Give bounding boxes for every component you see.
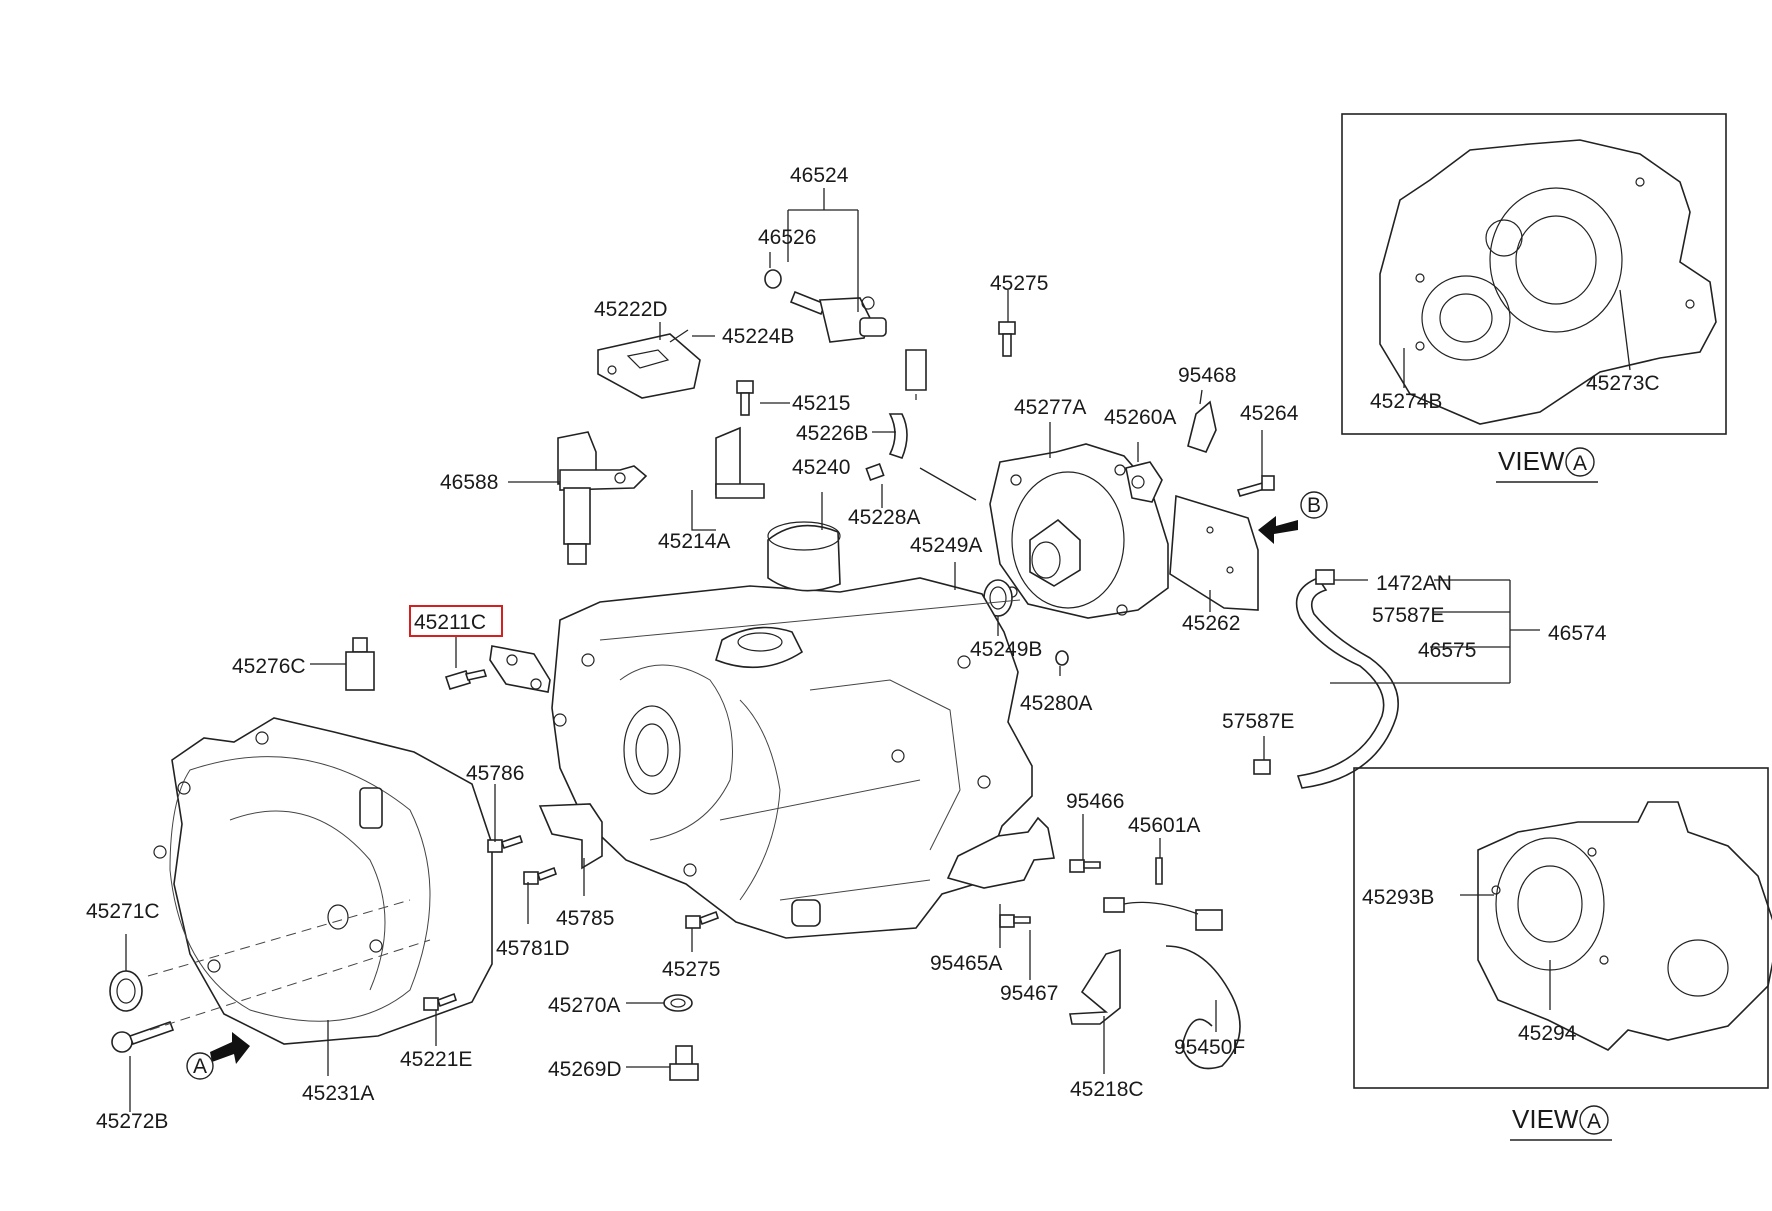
label-45249A[interactable]: 45249A	[910, 534, 982, 557]
label-95465A[interactable]: 95465A	[930, 952, 1002, 975]
label-45224B[interactable]: 45224B	[722, 325, 794, 348]
inset-bottom-drawing	[1477, 801, 1772, 1051]
label-46526[interactable]: 46526	[758, 226, 816, 249]
inset-top-frame	[1341, 113, 1727, 435]
bolt-45275-bottom-drawing	[685, 910, 720, 929]
view-caption-bottom: VIEW A	[1510, 1104, 1612, 1141]
bracket-45218C-drawing	[1069, 948, 1121, 1025]
label-95450F[interactable]: 95450F	[1174, 1036, 1245, 1059]
label-45249B[interactable]: 45249B	[970, 638, 1042, 661]
hose-46574-drawing	[1253, 569, 1399, 789]
oring-45280A-drawing	[1055, 650, 1069, 666]
view-caption-bottom-letter: A	[1587, 1110, 1601, 1133]
bolt-45211C-drawing	[444, 669, 488, 690]
label-57587E-top[interactable]: 57587E	[1372, 604, 1444, 627]
label-45274B[interactable]: 45274B	[1370, 390, 1442, 413]
highlight-box-45211C	[409, 605, 503, 637]
label-1472AN[interactable]: 1472AN	[1376, 572, 1452, 595]
view-caption-top: VIEW A	[1496, 446, 1598, 483]
bolt-45264-drawing	[1236, 475, 1275, 497]
label-45601A[interactable]: 45601A	[1128, 814, 1200, 837]
pipe-45226B-drawing	[888, 349, 927, 459]
label-57587E-bottom[interactable]: 57587E	[1222, 710, 1294, 733]
arrow-a: A	[186, 1032, 250, 1080]
sensor-46588-drawing	[557, 431, 648, 565]
label-45272B[interactable]: 45272B	[96, 1110, 168, 1133]
label-95468[interactable]: 95468	[1178, 364, 1236, 387]
plug-45269D-drawing	[669, 1045, 699, 1081]
cover-45277A-drawing	[989, 443, 1169, 619]
label-45222D[interactable]: 45222D	[594, 298, 668, 321]
label-95467[interactable]: 95467	[1000, 982, 1058, 1005]
label-45226B[interactable]: 45226B	[796, 422, 868, 445]
label-45273C[interactable]: 45273C	[1586, 372, 1660, 395]
plate-45211C-drawing	[489, 645, 551, 693]
bolt-45215-drawing	[736, 380, 754, 416]
bolt-95466-drawing	[1069, 859, 1101, 873]
label-45269D[interactable]: 45269D	[548, 1058, 622, 1081]
arrow-a-letter: A	[193, 1055, 207, 1078]
label-46524[interactable]: 46524	[790, 164, 849, 187]
housing-45231A-drawing	[153, 717, 493, 1045]
bracket-95465A-drawing	[946, 816, 1055, 889]
label-45275-top[interactable]: 45275	[990, 272, 1048, 295]
label-45218C[interactable]: 45218C	[1070, 1078, 1144, 1101]
label-45275-bottom[interactable]: 45275	[662, 958, 720, 981]
label-45264[interactable]: 45264	[1240, 402, 1299, 425]
bolt-45221E-drawing	[423, 992, 458, 1011]
bolt-95467-drawing	[999, 914, 1031, 928]
label-46588[interactable]: 46588	[440, 471, 498, 494]
label-45240[interactable]: 45240	[792, 456, 850, 479]
inset-top-drawing	[1379, 139, 1717, 425]
label-45785[interactable]: 45785	[556, 907, 614, 930]
view-caption-top-text: VIEW	[1498, 446, 1565, 476]
bracket-45785-drawing	[538, 803, 603, 870]
label-45271C[interactable]: 45271C	[86, 900, 160, 923]
inset-bottom-frame	[1353, 767, 1769, 1089]
label-45786[interactable]: 45786	[466, 762, 524, 785]
label-45211C[interactable]: 45211C	[414, 611, 486, 634]
label-45231A[interactable]: 45231A	[302, 1082, 374, 1105]
transmission-case-45240-drawing	[551, 521, 1033, 939]
label-45276C[interactable]: 45276C	[232, 655, 306, 678]
label-45262[interactable]: 45262	[1182, 612, 1240, 635]
label-45228A[interactable]: 45228A	[848, 506, 920, 529]
washer-45270A-drawing	[663, 994, 693, 1012]
label-45260A[interactable]: 45260A	[1104, 406, 1176, 429]
label-45214A[interactable]: 45214A	[658, 530, 730, 553]
view-caption-bottom-text: VIEW	[1512, 1104, 1579, 1134]
bracket-95468-drawing	[1187, 400, 1217, 453]
fitting-45276C-drawing	[345, 637, 375, 691]
label-45294[interactable]: 45294	[1518, 1022, 1577, 1045]
arrow-b-letter: B	[1307, 494, 1321, 517]
bolt-45275-top-drawing	[998, 321, 1016, 357]
bolt-45272B-drawing	[111, 1020, 175, 1053]
label-45221E[interactable]: 45221E	[400, 1048, 472, 1071]
label-45293B[interactable]: 45293B	[1362, 886, 1434, 909]
label-45270A[interactable]: 45270A	[548, 994, 620, 1017]
part-labels: 46524 46526 45222D 45224B 45275 45215 45…	[86, 164, 1660, 1133]
arrow-b: B	[1258, 491, 1328, 544]
sensor-45222D-drawing	[597, 329, 701, 399]
bolt-45781D-drawing	[523, 866, 558, 885]
harness-95450F-drawing	[1103, 897, 1241, 1070]
label-46575[interactable]: 46575	[1418, 639, 1476, 662]
gasket-45260A-drawing	[1125, 461, 1163, 503]
label-46574[interactable]: 46574	[1548, 622, 1607, 645]
label-45215[interactable]: 45215	[792, 392, 850, 415]
view-caption-top-letter: A	[1573, 452, 1587, 475]
leader-lines	[125, 188, 1631, 1112]
label-45280A[interactable]: 45280A	[1020, 692, 1092, 715]
plate-45262-drawing	[1169, 494, 1259, 611]
seal-45271C-drawing	[109, 970, 143, 1012]
bracket-45214A-drawing	[715, 426, 765, 499]
label-45277A[interactable]: 45277A	[1014, 396, 1086, 419]
label-95466[interactable]: 95466	[1066, 790, 1124, 813]
clip-45601A-drawing	[1155, 857, 1163, 885]
bolt-45786-drawing	[487, 834, 524, 853]
label-45781D[interactable]: 45781D	[496, 937, 570, 960]
bolt-45228A-drawing	[865, 462, 885, 482]
